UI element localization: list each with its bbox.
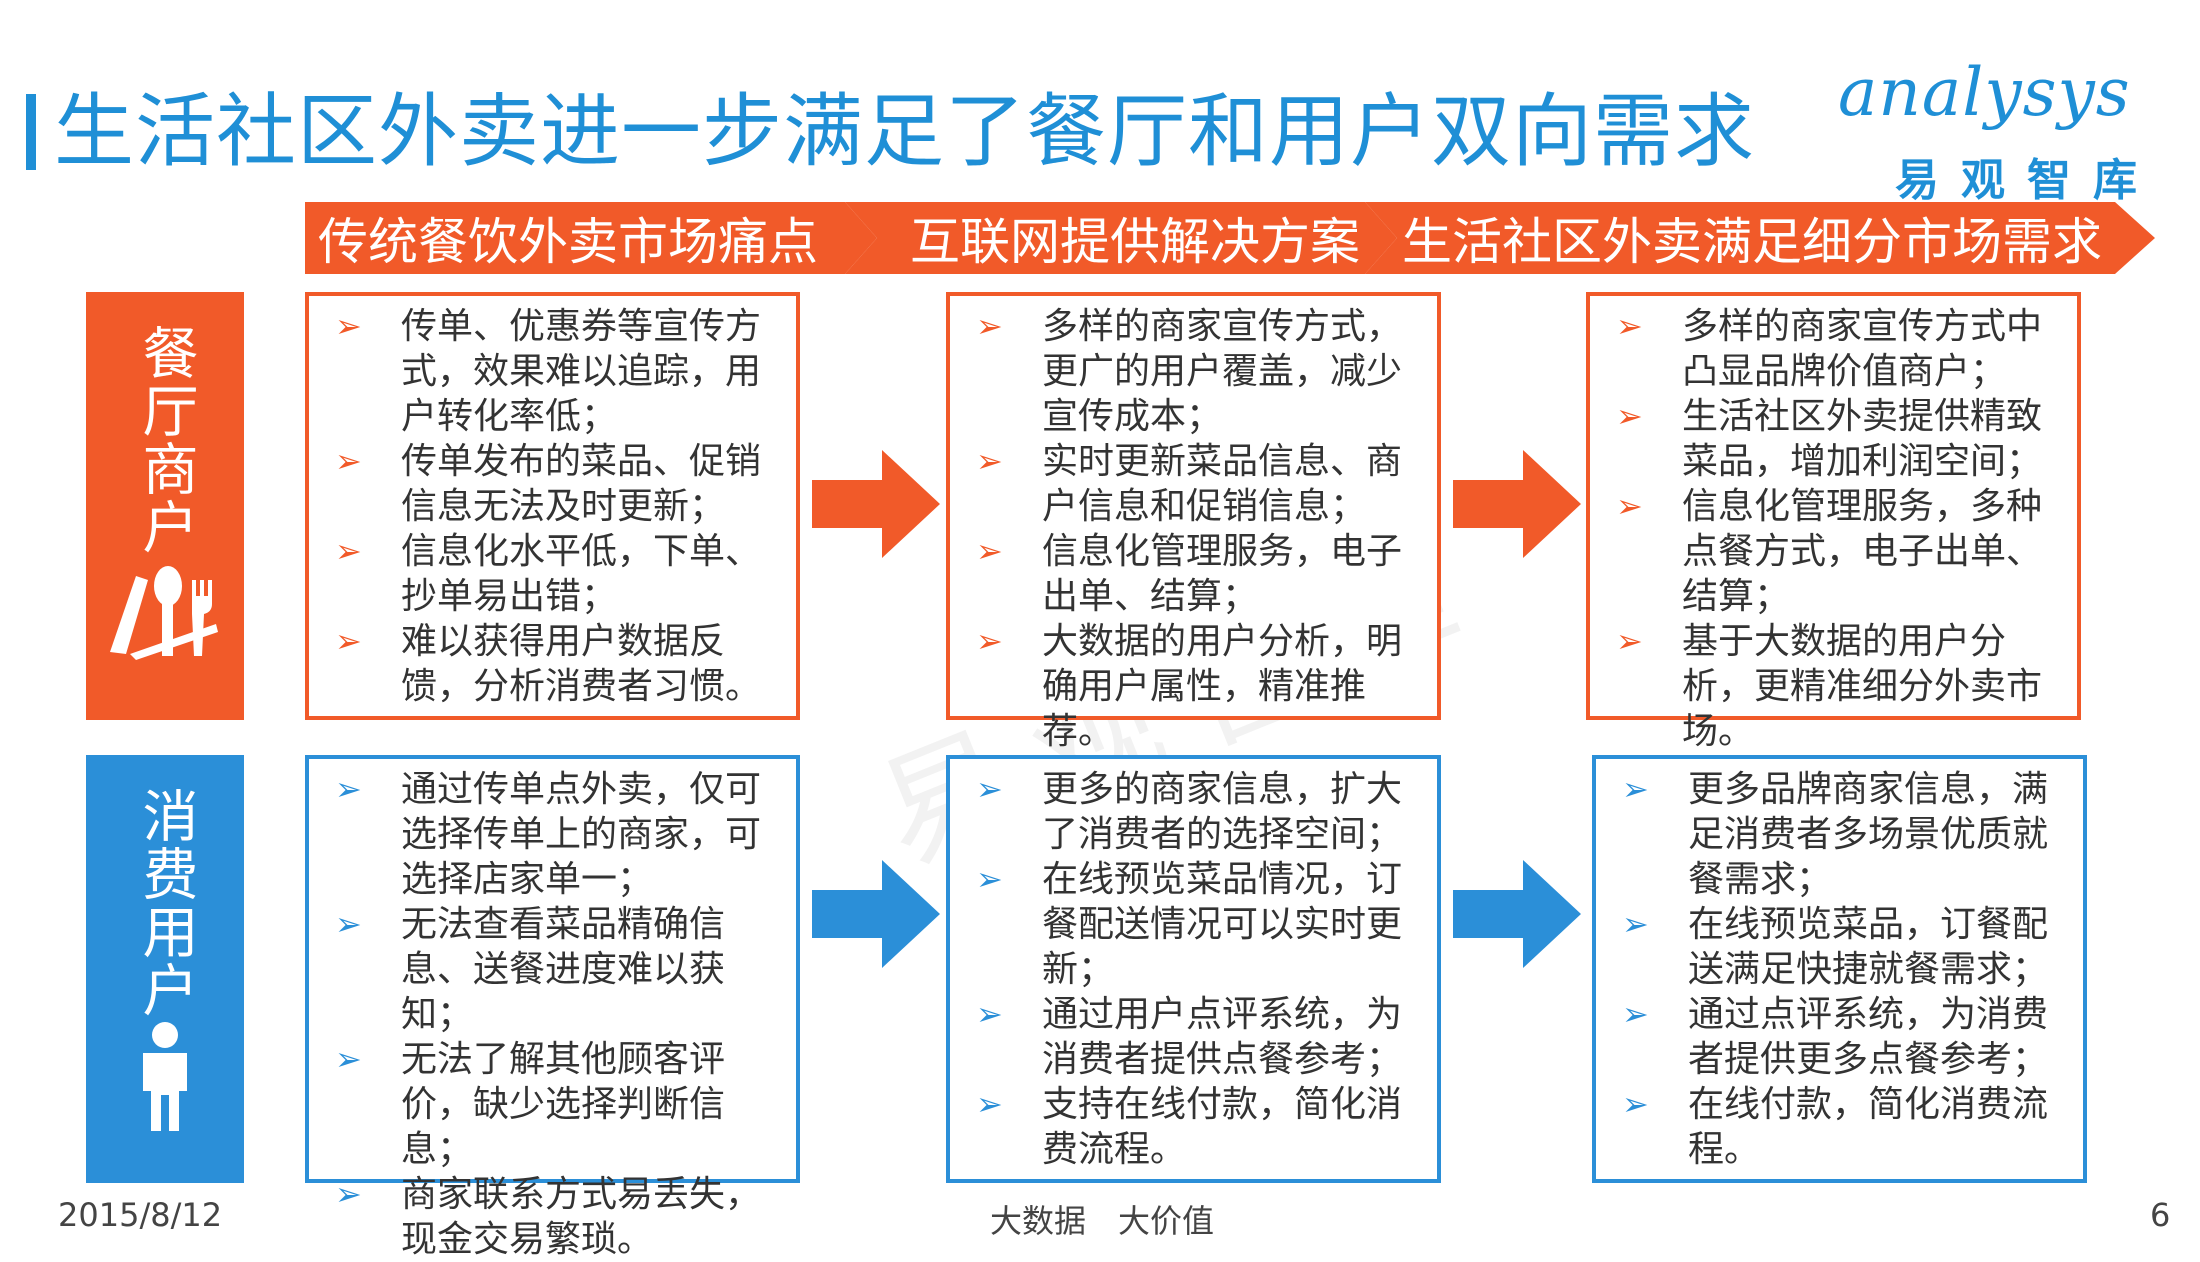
list-item: 多样的商家宣传方式，更广的用户覆盖，减少宣传成本； (972, 304, 1427, 439)
header-segment-needs: 生活社区外卖满足细分市场需求 (1402, 213, 2102, 271)
consumer-pain-box: 通过传单点外卖，仅可选择传单上的商家，可选择店家单一； 无法查看菜品精确信息、送… (305, 755, 800, 1260)
list-item: 通过用户点评系统，为消费者提供点餐参考； (972, 992, 1427, 1082)
list-item: 在线预览菜品，订餐配送满足快捷就餐需求； (1618, 902, 2073, 992)
consumer-solution-box: 更多的商家信息，扩大了消费者的选择空间； 在线预览菜品情况，订餐配送情况可以实时… (946, 755, 1441, 1183)
category-merchant-label: 餐厅商户 (133, 324, 198, 556)
category-merchant: 餐厅商户 (86, 292, 244, 720)
list-item: 无法查看菜品精确信息、送餐进度难以获知； (331, 902, 786, 1037)
arrow-right-icon (1453, 860, 1581, 968)
merchant-solution-box: 多样的商家宣传方式，更广的用户覆盖，减少宣传成本； 实时更新菜品信息、商户信息和… (946, 292, 1441, 752)
analysys-logo-cn: 易观智库 (1895, 155, 2159, 206)
title-accent-bar (26, 94, 36, 170)
list-item: 实时更新菜品信息、商户信息和促销信息； (972, 439, 1427, 529)
list-item: 传单、优惠券等宣传方式，效果难以追踪，用户转化率低； (331, 304, 786, 439)
consumer-segment-box: 更多品牌商家信息，满足消费者多场景优质就餐需求； 在线预览菜品，订餐配送满足快捷… (1592, 755, 2087, 1183)
list-item: 通过点评系统，为消费者提供更多点餐参考； (1618, 992, 2073, 1082)
header-solutions: 互联网提供解决方案 (910, 213, 1360, 271)
merchant-segment-box: 多样的商家宣传方式中凸显品牌价值商户； 生活社区外卖提供精致菜品，增加利润空间；… (1586, 292, 2081, 752)
header-chevron-3 (1365, 202, 2155, 274)
category-consumer: 消费用户 (86, 755, 244, 1183)
arrow-right-icon (1453, 450, 1581, 558)
list-item: 信息化管理服务，多种点餐方式，电子出单、结算； (1612, 484, 2067, 619)
person-icon (143, 1022, 187, 1131)
list-item: 信息化水平低，下单、抄单易出错； (331, 529, 786, 619)
list-item: 在线预览菜品情况，订餐配送情况可以实时更新； (972, 857, 1427, 992)
list-item: 商家联系方式易丢失，现金交易繁琐。 (331, 1172, 786, 1262)
page-number: 6 (2150, 1196, 2171, 1234)
list-item: 生活社区外卖提供精致菜品，增加利润空间； (1612, 394, 2067, 484)
arrow-right-icon (812, 860, 940, 968)
arrow-right-icon (812, 450, 940, 558)
footer-slogan: 大数据 大价值 (990, 1202, 1215, 1240)
analysys-logo: analysys (1838, 54, 2131, 131)
list-item: 传单发布的菜品、促销信息无法及时更新； (331, 439, 786, 529)
list-item: 大数据的用户分析，明确用户属性，精准推荐。 (972, 619, 1427, 754)
list-item: 难以获得用户数据反馈，分析消费者习惯。 (331, 619, 786, 709)
list-item: 更多的商家信息，扩大了消费者的选择空间； (972, 767, 1427, 857)
merchant-pain-box: 传单、优惠券等宣传方式，效果难以追踪，用户转化率低； 传单发布的菜品、促销信息无… (305, 292, 800, 720)
header-chevron-2 (845, 202, 1397, 274)
list-item: 更多品牌商家信息，满足消费者多场景优质就餐需求； (1618, 767, 2073, 902)
list-item: 在线付款，简化消费流程。 (1618, 1082, 2073, 1172)
list-item: 支持在线付款，简化消费流程。 (972, 1082, 1427, 1172)
list-item: 基于大数据的用户分析，更精准细分外卖市场。 (1612, 619, 2067, 754)
header-pain-points: 传统餐饮外卖市场痛点 (318, 213, 818, 271)
list-item: 多样的商家宣传方式中凸显品牌价值商户； (1612, 304, 2067, 394)
fork-spoon-knife-icon (110, 566, 218, 660)
list-item: 信息化管理服务，电子出单、结算； (972, 529, 1427, 619)
footer-date: 2015/8/12 (58, 1196, 223, 1234)
category-consumer-label: 消费用户 (133, 787, 198, 1019)
list-item: 无法了解其他顾客评价，缺少选择判断信息； (331, 1037, 786, 1172)
header-chevron-1 (305, 202, 877, 274)
header-chevrons (305, 202, 2155, 274)
list-item: 通过传单点外卖，仅可选择传单上的商家，可选择店家单一； (331, 767, 786, 902)
page-title: 生活社区外卖进一步满足了餐厅和用户双向需求 (54, 85, 1755, 178)
